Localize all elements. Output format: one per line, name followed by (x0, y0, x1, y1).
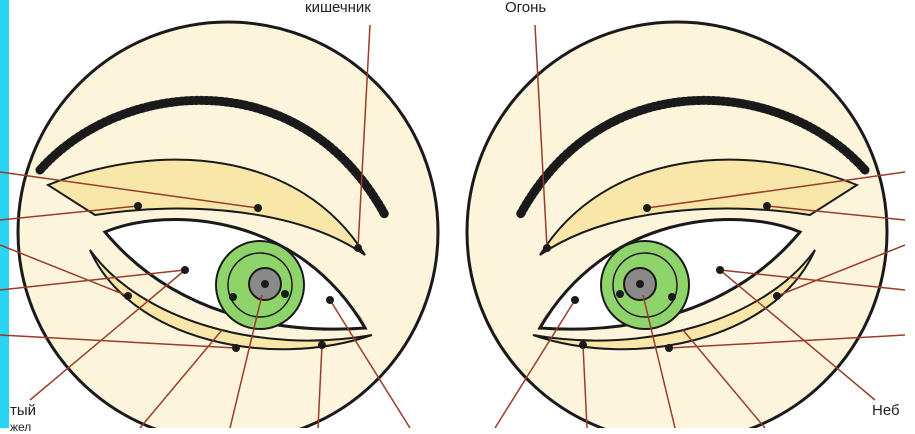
right-eye-diagram-icon (467, 22, 905, 428)
left-eye-diagram-icon (0, 22, 438, 428)
label-bottom-left-cut: жел (10, 421, 31, 433)
left-pupil-dot (261, 280, 269, 288)
label-intestine: кишечник (305, 0, 371, 15)
label-bottom-right: Неб (872, 403, 900, 418)
label-bottom-left: тый (10, 403, 36, 418)
label-fire: Огонь (505, 0, 546, 15)
